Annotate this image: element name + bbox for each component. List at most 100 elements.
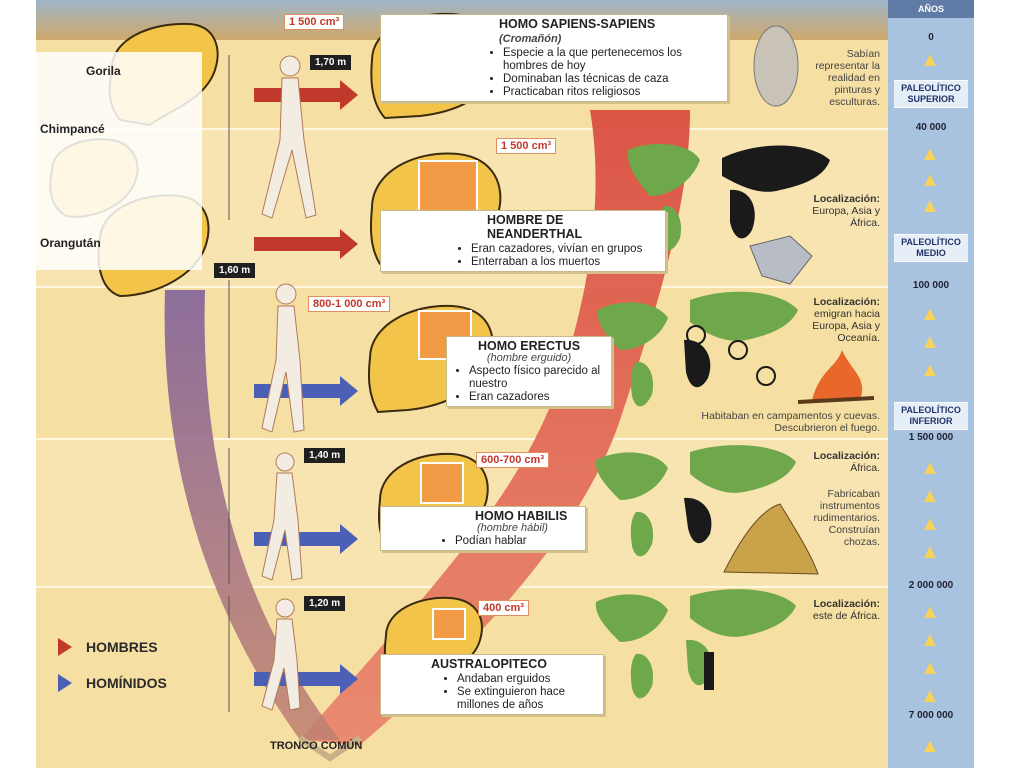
tick-100000: 100 000 xyxy=(912,280,950,291)
tick-0: 0 xyxy=(928,32,934,43)
stone-tool-illustration xyxy=(749,235,813,285)
location-label: Localización: xyxy=(813,296,880,308)
common-trunk xyxy=(298,735,362,762)
location-label: Localización: xyxy=(813,450,880,462)
hominid-arrow xyxy=(254,376,358,406)
primates-panel xyxy=(36,52,202,270)
species-fact: Enterraban a los muertos xyxy=(471,256,665,269)
label-orangutan: Orangután xyxy=(40,236,101,250)
location-text: este de África. xyxy=(812,610,880,622)
brain-volume-habilis: 600-700 cm³ xyxy=(476,452,549,468)
location-neanderthal: Localización: Europa, Asia y África. xyxy=(790,193,880,229)
map-erectus xyxy=(597,291,798,407)
species-fact: Practicaban ritos religiosos xyxy=(503,86,727,99)
species-fact: Eran cazadores xyxy=(469,391,611,404)
species-title: HOMO SAPIENS-SAPIENS xyxy=(499,17,656,31)
species-title: AUSTRALOPITECO xyxy=(431,657,547,671)
species-card-australopithecus: AUSTRALOPITECO Andaban erguidos Se extin… xyxy=(380,654,604,715)
figure-habilis xyxy=(261,452,303,581)
arrow-up-icon: ▲ xyxy=(920,629,940,651)
height-habilis: 1,40 m xyxy=(304,448,346,463)
arrow-up-icon: ▲ xyxy=(920,485,940,507)
species-card-sapiens: HOMO SAPIENS-SAPIENS (Cromañón) Especie … xyxy=(380,14,728,102)
species-card-neanderthal: HOMBRE DE NEANDERTHAL Eran cazadores, vi… xyxy=(380,210,666,272)
species-title: HOMO ERECTUS xyxy=(477,339,581,353)
species-fact: Aspecto físico parecido al nuestro xyxy=(469,365,611,391)
species-title: HOMBRE DE NEANDERTHAL xyxy=(487,213,583,241)
species-fact: Especie a la que pertenecemos los hombre… xyxy=(503,47,727,73)
map-marker xyxy=(756,366,776,386)
time-scale-header: AÑOS xyxy=(888,0,974,18)
time-scale xyxy=(888,0,974,768)
location-erectus: Localización: emigran hacia Europa, Asia… xyxy=(790,296,880,344)
brain-inset xyxy=(418,160,478,216)
map-habilis xyxy=(595,445,796,557)
brain-inset xyxy=(432,608,466,640)
arrow-up-icon: ▲ xyxy=(920,601,940,623)
period-lower: PALEOLÍTICO INFERIOR xyxy=(894,402,968,430)
arrow-up-icon: ▲ xyxy=(920,169,940,191)
men-legend-arrow-icon xyxy=(58,638,72,656)
men-arrow xyxy=(254,229,358,259)
arrow-up-icon: ▲ xyxy=(920,143,940,165)
brain-volume-neanderthal: 1 500 cm³ xyxy=(496,138,557,154)
species-fact: Eran cazadores, vivían en grupos xyxy=(471,243,665,256)
hominid-lineage-band xyxy=(164,290,340,740)
species-fact: Dominaban las técnicas de caza xyxy=(503,73,727,86)
arrow-up-icon: ▲ xyxy=(920,513,940,535)
arrow-up-icon: ▲ xyxy=(920,359,940,381)
location-label: Localización: xyxy=(813,598,880,610)
period-middle: PALEOLÍTICO MEDIO xyxy=(894,234,968,262)
venus-figurine xyxy=(753,25,799,107)
legend-hominids: HOMÍNIDOS xyxy=(86,675,167,691)
legend-men: HOMBRES xyxy=(86,639,158,655)
label-chimpanzee: Chimpancé xyxy=(40,122,105,136)
arrow-up-icon: ▲ xyxy=(920,457,940,479)
location-text: emigran hacia Europa, Asia y Oceanía. xyxy=(812,308,880,344)
men-arrows xyxy=(254,80,358,259)
height-australopithecus: 1,20 m xyxy=(304,596,346,611)
trunk-label: TRONCO COMÚN xyxy=(270,740,363,752)
note-habilis: Fabricaban instrumentos rudimentarios. C… xyxy=(813,488,880,548)
brain-volume-australopithecus: 400 cm³ xyxy=(478,600,529,616)
arrow-up-icon: ▲ xyxy=(920,49,940,71)
label-gorilla: Gorila xyxy=(86,64,121,78)
species-subtitle: (hombre hábil) xyxy=(477,522,548,534)
band-divider xyxy=(36,286,888,288)
arrow-up-icon: ▲ xyxy=(920,685,940,707)
figure-sapiens xyxy=(261,55,317,219)
species-fact: Podían hablar xyxy=(455,535,585,548)
figure-erectus xyxy=(261,283,305,433)
hominid-arrows xyxy=(254,376,358,694)
tick-7000000: 7 000 000 xyxy=(908,710,954,721)
tick-1500000: 1 500 000 xyxy=(908,432,954,443)
arrow-up-icon: ▲ xyxy=(920,303,940,325)
band-divider xyxy=(36,438,888,440)
band-divider xyxy=(36,128,888,130)
hut-illustration xyxy=(723,503,819,575)
map-australopithecus xyxy=(595,589,796,699)
species-title: HOMO HABILIS xyxy=(475,509,568,523)
men-arrow xyxy=(254,80,358,110)
brain-inset xyxy=(420,462,464,504)
species-card-erectus: HOMO ERECTUS (hombre erguido) Aspecto fí… xyxy=(446,336,612,407)
species-subtitle: (Cromañón) xyxy=(499,33,562,45)
tick-2000000: 2 000 000 xyxy=(908,580,954,591)
location-text: Europa, Asia y África. xyxy=(812,205,880,229)
location-habilis: Localización: África. xyxy=(790,450,880,474)
height-erectus: 1,60 m xyxy=(214,263,256,278)
arrow-up-icon: ▲ xyxy=(920,735,940,757)
note-erectus: Habitaban en campamentos y cuevas. Descu… xyxy=(701,410,880,434)
species-card-habilis: HOMO HABILIS (hombre hábil) Podían habla… xyxy=(380,506,586,551)
location-australopithecus: Localización: este de África. xyxy=(790,598,880,622)
arrow-up-icon: ▲ xyxy=(920,657,940,679)
map-marker xyxy=(728,340,748,360)
species-fact: Se extinguieron hace millones de años xyxy=(457,686,603,712)
tick-40000: 40 000 xyxy=(915,122,947,133)
hominid-arrow xyxy=(254,524,358,554)
species-fact: Andaban erguidos xyxy=(457,673,603,686)
fire-illustration xyxy=(797,350,875,404)
map-marker xyxy=(686,325,706,345)
location-text: África. xyxy=(850,462,880,474)
